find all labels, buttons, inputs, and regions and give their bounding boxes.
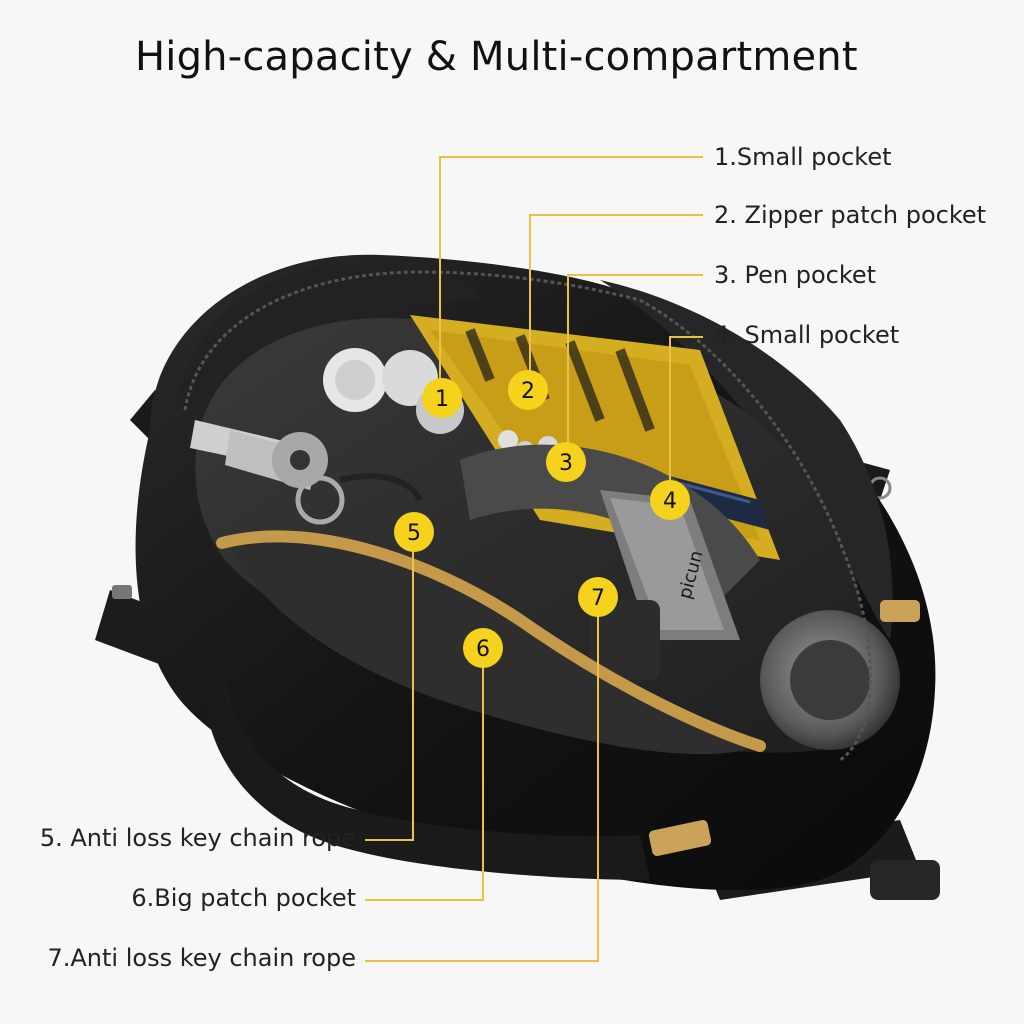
keys [190,420,423,525]
badge-number: 4 [663,489,677,514]
callout-badge-4: 4 [650,480,690,520]
callout-badge-7: 7 [578,577,618,617]
headphones: picun [460,444,900,750]
callout-badge-2: 2 [508,370,548,410]
badge-number: 5 [407,521,421,546]
leader-line-4 [669,336,703,485]
leader-line-1 [439,156,703,386]
badge-number: 6 [476,637,490,662]
badge-number: 2 [521,379,535,404]
leader-line-6 [365,662,484,901]
badge-number: 7 [591,586,605,611]
leader-lines [365,156,703,962]
badge-number: 3 [559,451,573,476]
callout-label-7: 7.Anti loss key chain rope [47,944,356,972]
callout-label-6: 6.Big patch pocket [131,884,356,912]
callout-label-2: 2. Zipper patch pocket [714,201,987,229]
callout-badge-5: 5 [394,512,434,552]
leader-line-3 [567,274,703,450]
callout-badge-1: 1 [422,378,462,418]
callout-label-5: 5. Anti loss key chain rope [39,824,356,852]
leader-line-7 [365,610,599,962]
callout-label-4: 4. Small pocket [714,321,900,349]
leader-line-2 [529,214,703,378]
callout-label-3: 3. Pen pocket [714,261,877,289]
callout-badge-3: 3 [546,442,586,482]
page-title: High-capacity & Multi-compartment [135,34,858,80]
badge-number: 1 [435,387,449,412]
callout-badge-6: 6 [463,628,503,668]
leader-line-5 [365,544,414,841]
callout-label-1: 1.Small pocket [714,143,892,171]
top-handle [204,670,650,880]
